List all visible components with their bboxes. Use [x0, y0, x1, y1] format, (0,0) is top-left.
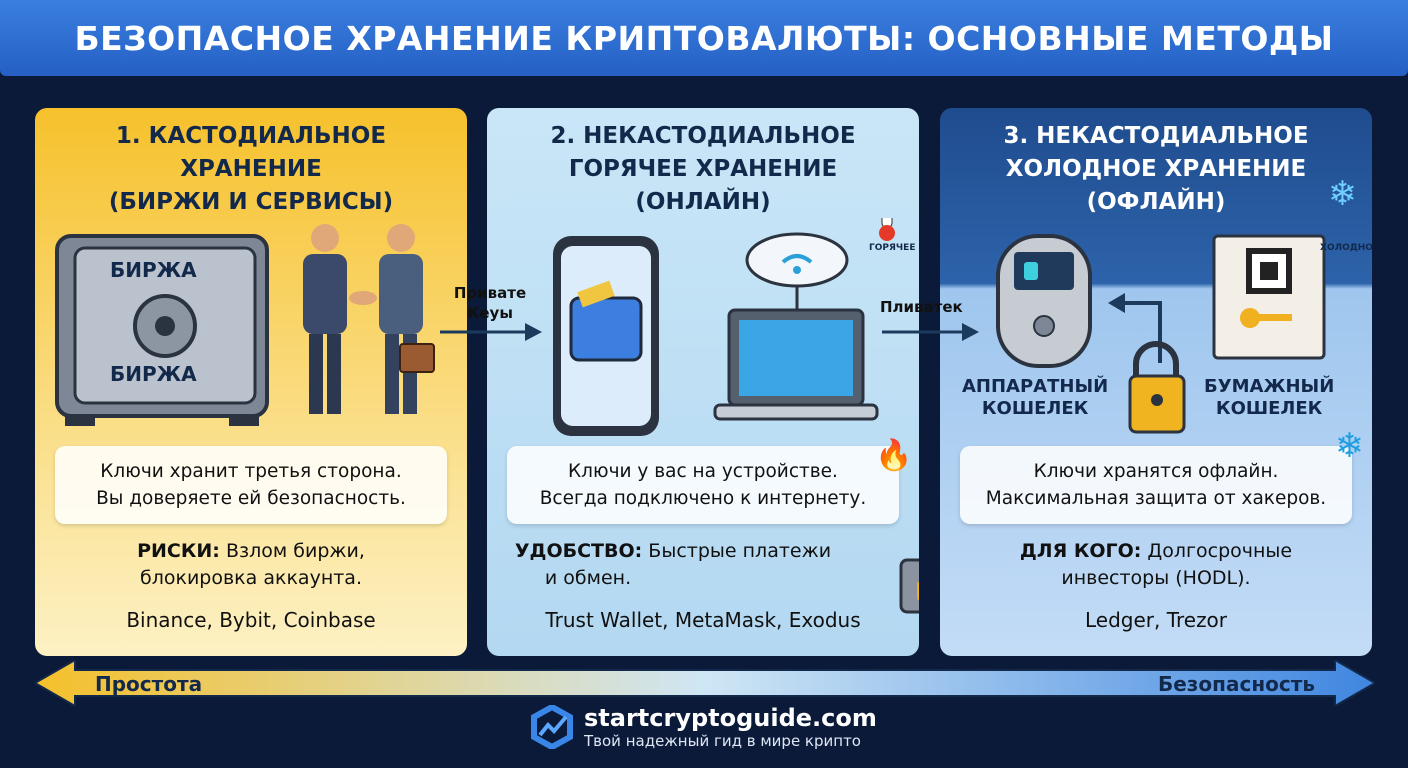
arrow-label-2: Пливатек — [880, 298, 963, 316]
simplicity-security-scale: Простота Безопасность — [35, 660, 1375, 706]
return-arrow-icon — [1125, 301, 1162, 363]
handshake-icon — [303, 224, 423, 414]
double-arrow-icon — [35, 660, 1375, 706]
cloud-wifi-icon — [745, 232, 849, 310]
panel-hot: 2. НЕКАСТОДИАЛЬНОЕ ГОРЯЧЕЕ ХРАНЕНИЕ (ОНЛ… — [487, 108, 919, 656]
phone-wallet-icon — [553, 236, 659, 436]
panel-custodial: 1. КАСТОДИАЛЬНОЕ ХРАНЕНИЕ (БИРЖИ И СЕРВИ… — [35, 108, 467, 656]
arrow-icon — [440, 323, 542, 341]
laptop-icon — [713, 308, 879, 421]
snowflake-icon: ❄ — [1335, 426, 1364, 466]
hot-illustration — [553, 218, 895, 436]
safe-handshake-illustration — [55, 224, 435, 426]
panel-heading: 2. НЕКАСТОДИАЛЬНОЕ ГОРЯЧЕЕ ХРАНЕНИЕ (ОНЛ… — [550, 123, 856, 215]
footer-logo: startcryptoguide.com Твой надежный гид в… — [530, 704, 877, 750]
cold-label: ХОЛОДНОЕ — [1320, 243, 1372, 253]
description-box: Ключи у вас на устройстве. Всегда подклю… — [507, 446, 899, 524]
scale-right-label: Безопасность — [1158, 672, 1315, 696]
briefcase-icon — [399, 343, 435, 373]
thermometer-hot-icon — [879, 218, 895, 241]
safe-label-bottom: БИРЖА — [110, 362, 197, 386]
panel-cold: 3. НЕКАСТОДИАЛЬНОЕ ХОЛОДНОЕ ХРАНЕНИЕ (ОФ… — [940, 108, 1372, 656]
panel-heading: 1. КАСТОДИАЛЬНОЕ ХРАНЕНИЕ (БИРЖИ И СЕРВИ… — [108, 123, 394, 215]
examples: Binance, Bybit, Coinbase — [126, 608, 376, 632]
hot-label: ГОРЯЧЕЕ — [869, 243, 916, 253]
fire-icon: 🔥 — [875, 438, 913, 473]
arrow-icon — [882, 323, 979, 341]
scale-left-label: Простота — [95, 672, 203, 696]
description-box: Ключи хранятся офлайн. Максимальная защи… — [960, 446, 1352, 524]
lock-safe-icon — [899, 558, 919, 614]
padlock-icon — [1128, 341, 1186, 434]
cold-illustration — [996, 234, 1326, 434]
hardware-wallet-icon — [996, 234, 1092, 368]
safe-label-top: БИРЖА — [110, 258, 197, 282]
risks-note: РИСКИ: Взлом биржи, блокировка аккаунта. — [137, 540, 365, 589]
paper-wallet-icon — [1212, 234, 1326, 360]
safe-icon — [55, 234, 269, 426]
examples: Trust Wallet, MetaMask, Exodus — [545, 608, 861, 632]
audience-note: ДЛЯ КОГО: Долгосрочные инвесторы (HODL). — [1019, 540, 1293, 589]
snowflake-icon: ❄ — [1328, 174, 1357, 214]
examples: Ledger, Trezor — [1084, 608, 1228, 632]
description-box: Ключи хранит третья сторона. Вы доверяет… — [55, 446, 447, 524]
panel-heading: 3. НЕКАСТОДИАЛЬНОЕ ХОЛОДНОЕ ХРАНЕНИЕ (ОФ… — [1003, 123, 1309, 215]
logo-icon — [531, 705, 573, 749]
site-name: startcryptoguide.com — [584, 704, 877, 732]
tagline: Твой надежный гид в мире крипто — [584, 732, 861, 750]
convenience-note: УДОБСТВО: Быстрые платежи и обмен. — [514, 540, 832, 589]
page-title: БЕЗОПАСНОЕ ХРАНЕНИЕ КРИПТОВАЛЮТЫ: ОСНОВН… — [0, 0, 1408, 76]
